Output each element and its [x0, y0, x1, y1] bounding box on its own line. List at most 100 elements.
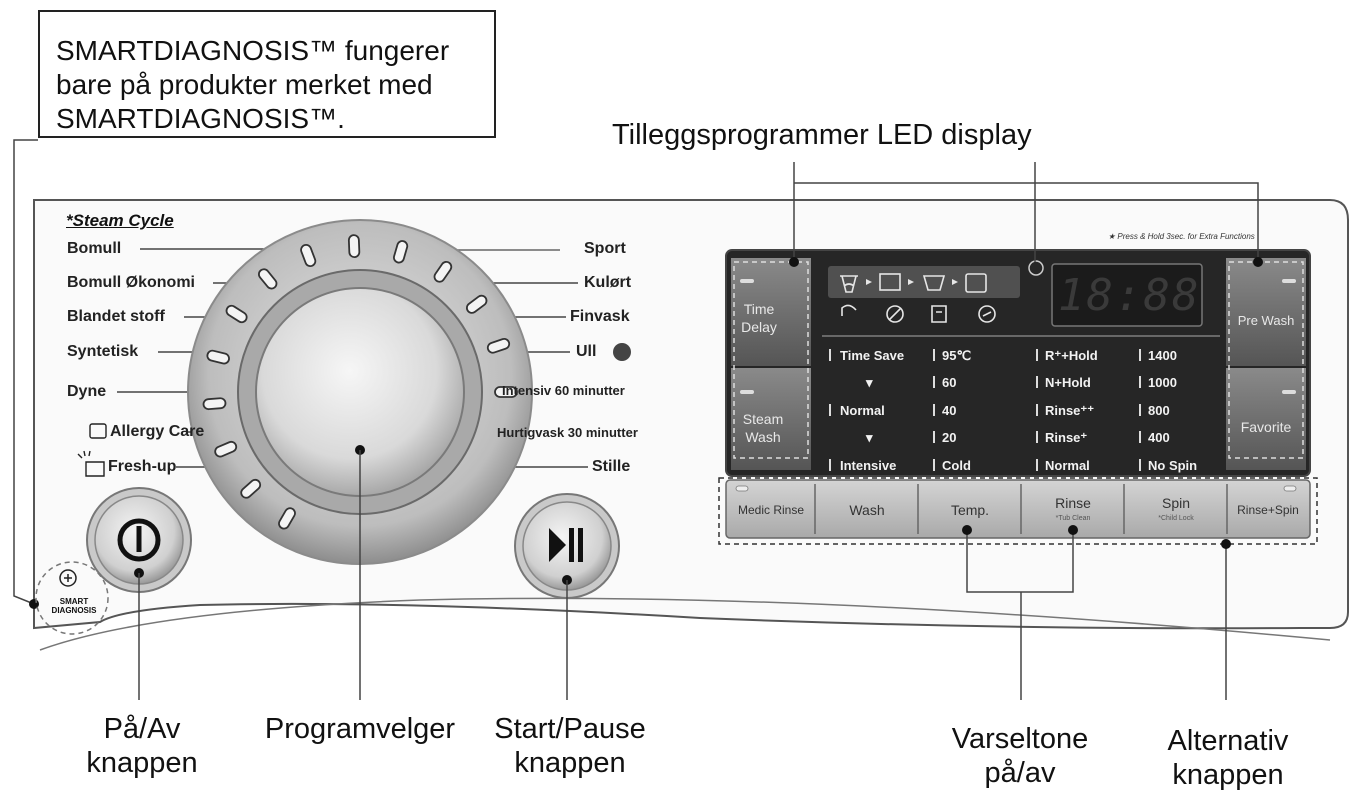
wash-label: Wash [849, 502, 885, 518]
dial-slot [393, 240, 409, 264]
time-delay-label-line: Delay [741, 319, 777, 335]
steam-wash-label-line: Wash [745, 429, 781, 445]
dial-slot [278, 507, 296, 530]
dial-slot [202, 397, 227, 411]
callout-connector [13, 139, 38, 605]
beep-label-line: på/av [984, 757, 1056, 789]
led-display-label: Tilleggsprogrammer LED display [612, 119, 1032, 151]
grid-col4-1: 1000 [1148, 375, 1177, 390]
tub-clean-sublabel: *Tub Clean [1055, 515, 1091, 522]
smart-diagnosis-badge-text: SMART DIAGNOSIS [46, 597, 102, 615]
beep-toggle-label: Varseltone på/av [932, 722, 1108, 790]
panel-bottom-curve [39, 597, 1331, 651]
callout-line: bare på produkter merket med [56, 69, 433, 100]
medic-rinse-button[interactable]: Medic Rinse [728, 503, 814, 517]
smart-badge-line: SMART [59, 597, 89, 606]
rinse-icon [879, 273, 901, 291]
program-allergy-care: Allergy Care [110, 423, 205, 440]
grid-col1-2: Normal [840, 403, 885, 418]
power-label-line: På/Av [103, 713, 181, 745]
pre-wash-label: Pre Wash [1237, 313, 1295, 328]
dial-slot [240, 478, 262, 499]
beep-label-line: Varseltone [951, 723, 1089, 755]
time-delay-label-line: Time [743, 301, 775, 317]
dial-slot [225, 304, 248, 324]
tub-icon [931, 305, 947, 323]
callout-line: SMARTDIAGNOSIS™ fungerer [56, 35, 450, 66]
wash-icon [840, 275, 858, 293]
end-icon [965, 273, 987, 293]
grid-col2-3: 20 [942, 430, 957, 445]
rinse-label: Rinse [1055, 495, 1091, 511]
program-finvask: Finvask [570, 308, 630, 325]
child-lock-sublabel: *Child Lock [1158, 515, 1194, 522]
start-pause-label: Start/Pause knappen [482, 712, 658, 780]
rinse-spin-label: Rinse+Spin [1237, 503, 1299, 517]
rinse-spin-button[interactable]: Rinse+Spin [1228, 503, 1308, 517]
start-label-line: Start/Pause [494, 713, 646, 745]
option-button-strip [725, 479, 1311, 539]
spin-button[interactable]: Spin*Child Lock [1125, 496, 1227, 526]
time-delay-button [731, 258, 811, 366]
grid-col3-2: Rinse⁺⁺ [1045, 403, 1095, 418]
start-label-line: knappen [514, 747, 626, 779]
grid-col4-0: 1400 [1148, 348, 1177, 363]
extra-functions-hint: ★ Press & Hold 3sec. for Extra Functions [1108, 232, 1255, 241]
program-fresh-up: Fresh-up [108, 458, 177, 475]
grid-col1-1: ▾ [866, 375, 873, 390]
grid-col4-3: 400 [1148, 430, 1170, 445]
program-sport: Sport [584, 240, 626, 257]
option-label-line: knappen [1172, 759, 1284, 791]
program-syntetisk: Syntetisk [67, 343, 139, 360]
steam-wash-label: Steam Wash [731, 410, 795, 446]
program-hurtigvask-30: Hurtigvask 30 minutter [497, 425, 638, 440]
steam-wash-button [731, 368, 811, 470]
smartdiagnosis-callout: SMARTDIAGNOSIS™ fungerer bare på produkt… [38, 10, 496, 138]
power-label-line: knappen [86, 747, 198, 779]
program-stille: Stille [592, 458, 631, 475]
dial-slot [206, 349, 230, 365]
allergy-care-icon [89, 423, 107, 439]
rinse-button[interactable]: Rinse *Tub Clean [1022, 496, 1124, 526]
dial-slot [214, 440, 238, 458]
dial-slot [494, 386, 518, 398]
steam-cycle-title: *Steam Cycle [66, 211, 174, 230]
wash-button[interactable]: Wash [816, 503, 918, 517]
smart-diagnosis-icon [59, 569, 77, 587]
program-kulort: Kulørt [584, 274, 632, 291]
program-blandet-stoff: Blandet stoff [67, 308, 165, 325]
grid-col3-0: R⁺+Hold [1045, 348, 1098, 363]
grid-col1-3: ▾ [866, 430, 873, 445]
medic-rinse-label: Medic Rinse [737, 503, 805, 517]
wool-icon [613, 343, 631, 361]
fresh-up-icon [77, 450, 105, 477]
favorite-button [1226, 368, 1306, 470]
dial-indicator-slots [202, 234, 518, 530]
time-display-frame [1051, 263, 1203, 327]
program-bomull: Bomull [67, 240, 122, 257]
option-button-label: Alternativ knappen [1140, 724, 1316, 792]
grid-col4-4: No Spin [1148, 458, 1198, 473]
smart-badge-line: DIAGNOSIS [51, 606, 97, 615]
play-pause-icon [549, 528, 583, 562]
power-button-label: På/Av knappen [82, 712, 202, 780]
dial-slot [466, 294, 488, 314]
grid-col2-2: 40 [942, 403, 957, 418]
program-ull: Ull [576, 343, 597, 360]
dial-slot [347, 234, 361, 258]
program-dyne: Dyne [67, 383, 107, 400]
dial-slot [258, 268, 278, 290]
grid-col3-3: Rinse⁺ [1045, 430, 1088, 445]
grid-col2-4: Cold [942, 458, 971, 473]
temp-button[interactable]: Temp. [919, 503, 1021, 517]
dial-slot [300, 243, 317, 268]
wifi-icon [978, 305, 996, 323]
grid-col1-0: Time Save [840, 348, 905, 363]
grid-col3-4: Normal [1045, 458, 1090, 473]
callout-line: SMARTDIAGNOSIS™. [56, 103, 345, 134]
option-label-line: Alternativ [1167, 725, 1289, 757]
grid-col3-1: N+Hold [1045, 375, 1091, 390]
dial-slot [486, 337, 511, 354]
pre-wash-button [1226, 258, 1306, 366]
